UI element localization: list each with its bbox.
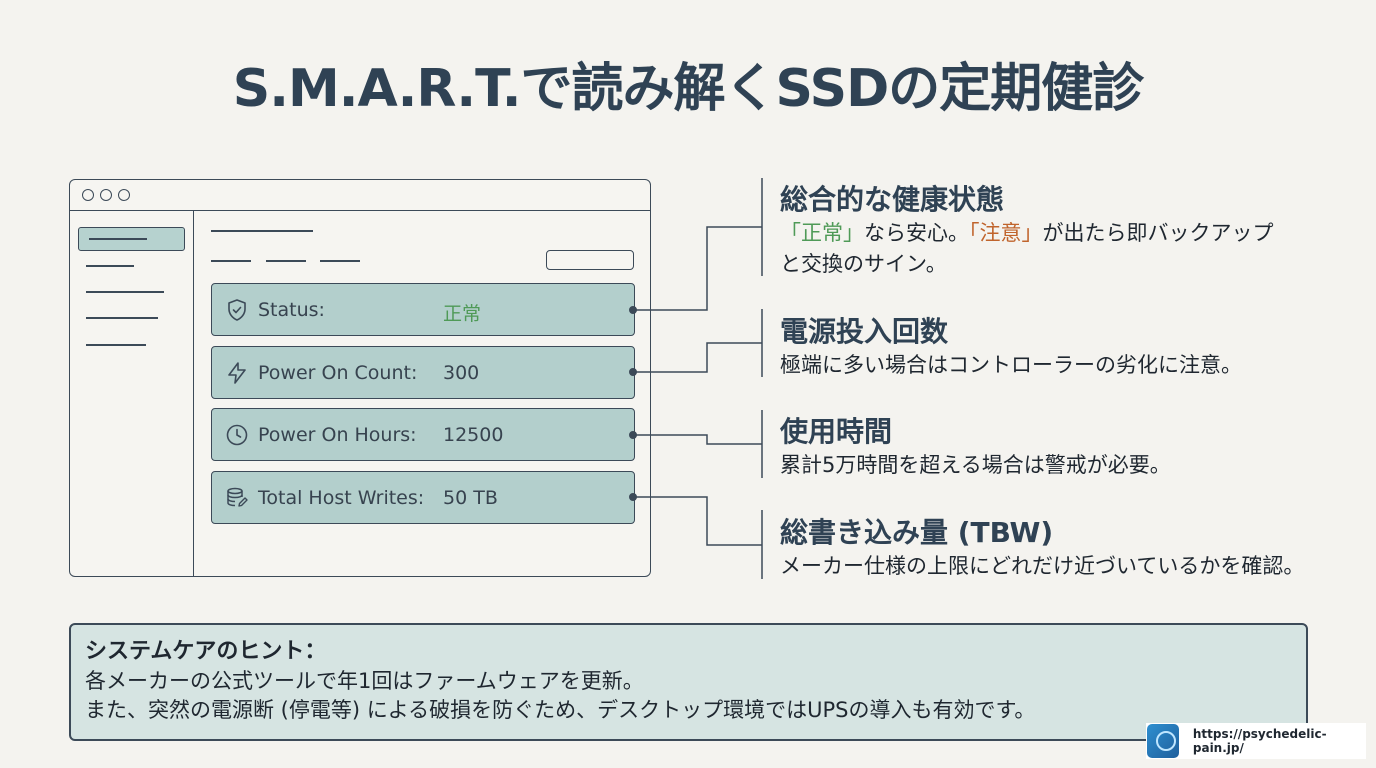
smart-row-status: Status: 正常 [211,283,635,336]
tip-line: また、突然の電源断 (停電等) による破損を防ぐため、デスクトップ環境ではUPS… [85,698,1036,722]
status-value: 正常 [443,303,482,325]
connector-power-count [633,342,762,373]
tip-box: システムケアのヒント： 各メーカーの公式ツールで年1回はファームウェアを更新。 … [69,623,1308,741]
annotation-desc: 「正常」なら安心。「注意」が出たら即バックアップ [780,218,1274,249]
window-dot-icon [82,189,94,201]
tab-placeholder[interactable] [266,260,306,262]
window-dot-icon [100,189,112,201]
annotation-title: 使用時間 [780,415,893,448]
total-host-writes-label: Total Host Writes: [258,487,425,509]
annotation-desc-text: が出たら即バックアップ [1042,221,1274,245]
power-on-hours-label: Power On Hours: [258,424,417,446]
status-warn-text: 「注意」 [969,221,1043,245]
sidebar-item-placeholder[interactable] [86,265,134,267]
power-on-count-label: Power On Count: [258,362,418,384]
status-ok-text: 「正常」 [780,221,864,245]
sidebar-item-placeholder[interactable] [86,291,164,293]
heading-placeholder [211,230,313,232]
annotation-desc: メーカー仕様の上限にどれだけ近づいているかを確認。 [780,554,1305,578]
annotation-desc: 極端に多い場合はコントローラーの劣化に注意。 [780,353,1242,377]
clock-icon [226,424,248,446]
tip-title: システムケアのヒント： [85,639,327,664]
annotation-health-status: 総合的な健康状態 「正常」なら安心。「注意」が出たら即バックアップ と交換のサイ… [780,178,1274,280]
action-button-placeholder[interactable] [546,250,634,270]
connector-dot [629,431,637,439]
annotation-desc-text: なら安心。 [864,221,969,245]
window-titlebar [70,180,650,211]
lightning-icon [228,362,246,384]
sidebar-item-placeholder[interactable] [86,344,146,346]
power-on-hours-value: 12500 [443,424,504,446]
connector-status [633,226,762,311]
site-badge[interactable]: https://psychedelic-pain.jp/ [1146,723,1366,759]
power-on-count-value: 300 [443,362,480,384]
smart-row-power-on-count: Power On Count: 300 [211,346,635,399]
total-host-writes-value: 50 TB [443,487,498,509]
smart-row-power-on-hours: Power On Hours: 12500 [211,408,635,461]
annotation-title: 電源投入回数 [780,315,949,348]
annotation-power-count: 電源投入回数 極端に多い場合はコントローラーの劣化に注意。 [780,310,1242,381]
connector-dot [629,493,637,501]
sidebar-item-placeholder[interactable] [86,317,158,319]
annotation-total-writes: 総書き込み量 (TBW) メーカー仕様の上限にどれだけ近づいているかを確認。 [780,511,1304,582]
annotation-title: 総書き込み量 (TBW) [780,516,1054,549]
annotation-power-hours: 使用時間 累計5万時間を超える場合は警戒が必要。 [780,410,1171,481]
smart-tool-window: Status: 正常 Power On Count: 300 Power On … [69,179,651,577]
tip-line: 各メーカーの公式ツールで年1回はファームウェアを更新。 [85,669,644,693]
site-logo-icon [1147,724,1179,758]
window-sidebar [70,211,194,576]
connector-dot [629,368,637,376]
database-icon [227,487,248,507]
annotation-title: 総合的な健康状態 [780,183,1005,216]
connector-writes [633,496,762,546]
sidebar-item-active[interactable] [78,227,185,251]
tab-placeholder[interactable] [211,260,251,262]
placeholder-line [89,238,147,240]
window-dot-icon [118,189,130,201]
connector-dot [629,306,637,314]
connector-hours [633,434,762,445]
shield-icon [228,299,246,321]
status-label: Status: [258,299,325,321]
annotation-desc-line2: と交換のサイン。 [780,252,947,276]
annotation-desc: 累計5万時間を超える場合は警戒が必要。 [780,453,1171,477]
smart-row-total-host-writes: Total Host Writes: 50 TB [211,471,635,524]
page-title: S.M.A.R.T.で読み解くSSDの定期健診 [232,59,1145,119]
tab-placeholder[interactable] [320,260,360,262]
site-url[interactable]: https://psychedelic-pain.jp/ [1192,727,1327,755]
